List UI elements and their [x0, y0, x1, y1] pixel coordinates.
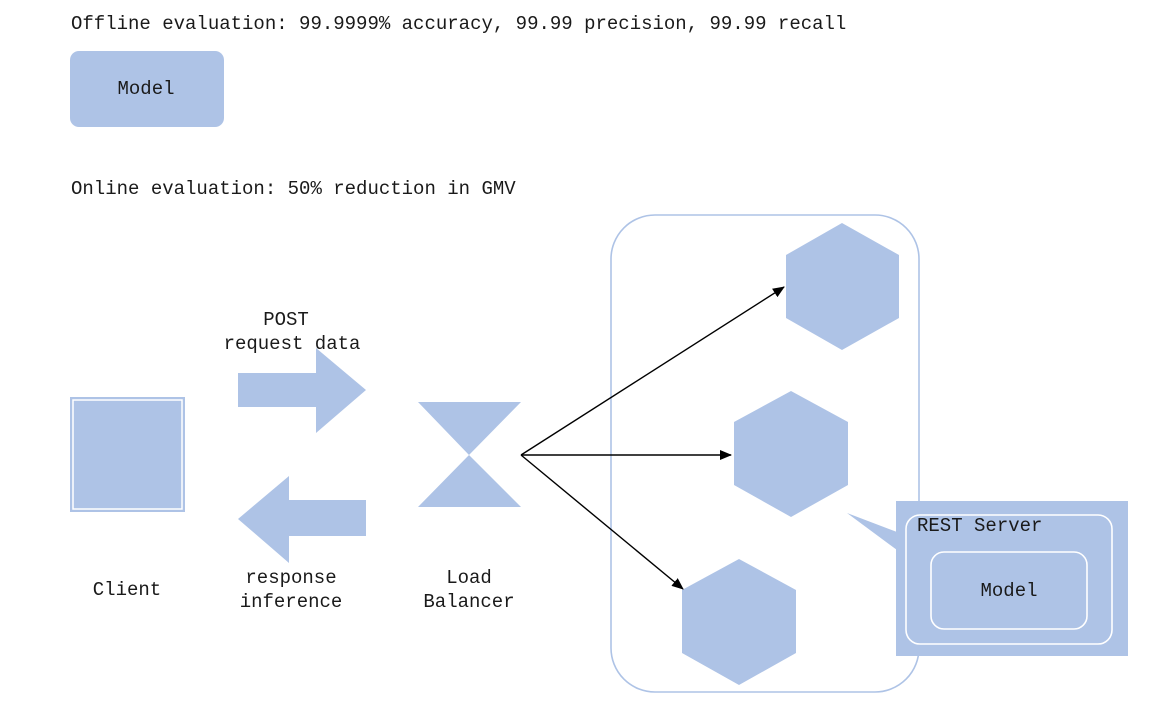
server-node-bottom	[682, 559, 796, 685]
server-node-top	[786, 223, 899, 350]
offline-model-box	[70, 51, 224, 127]
online-evaluation-caption: Online evaluation: 50% reduction in GMV	[71, 178, 516, 200]
load-balancer-icon	[418, 402, 521, 507]
server-node-middle	[734, 391, 848, 517]
load-balancer-label-line1: Load	[446, 567, 492, 589]
request-label-line1: POST	[263, 309, 309, 331]
response-label-line2: inference	[240, 591, 343, 613]
rest-server-model-box	[930, 551, 1088, 630]
rest-server-callout-pointer	[847, 513, 897, 550]
server-cluster-container	[610, 214, 920, 693]
rest-server-title: REST Server	[917, 515, 1042, 537]
route-arrow-bottom	[520, 454, 684, 590]
response-label-line1: response	[245, 567, 336, 589]
rest-server-callout	[896, 501, 1128, 656]
offline-evaluation-caption: Offline evaluation: 99.9999% accuracy, 9…	[71, 13, 846, 35]
client-label: Client	[93, 579, 161, 601]
request-label-line2: request data	[224, 333, 361, 355]
rest-server-frame	[905, 514, 1113, 645]
response-arrow	[238, 476, 366, 563]
route-arrow-top	[520, 286, 785, 456]
client-box	[70, 397, 185, 512]
offline-model-label: Model	[117, 78, 174, 100]
client-box-inner-border	[72, 399, 183, 510]
rest-server-model-label: Model	[980, 580, 1037, 602]
request-arrow	[238, 348, 366, 433]
load-balancer-label-line2: Balancer	[423, 591, 514, 613]
